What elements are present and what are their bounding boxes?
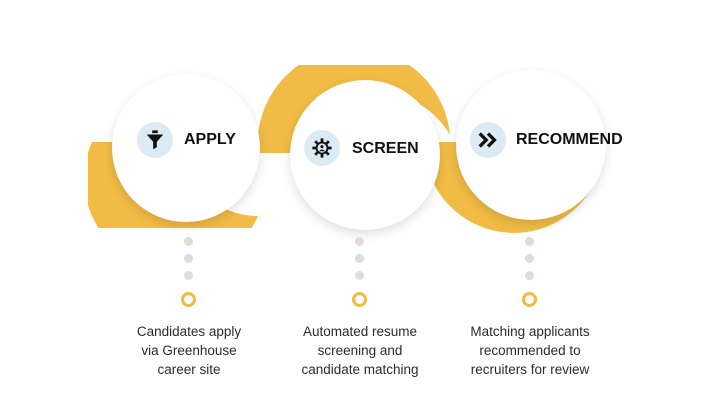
connector-dot <box>184 237 193 246</box>
apply-description: Candidates apply via Greenhouse career s… <box>104 322 274 379</box>
description-line: Automated resume <box>302 324 418 339</box>
connector-dot <box>355 271 364 280</box>
recommend-title: RECOMMEND <box>516 131 623 148</box>
description-line: Matching applicants <box>470 324 590 339</box>
screen-crescent <box>257 65 450 153</box>
double-chevron-right-icon <box>478 132 497 148</box>
screen-title: SCREEN <box>352 140 419 157</box>
screen-description: Automated resume screening and candidate… <box>275 322 445 379</box>
description-line: screening and <box>317 343 403 358</box>
connector-dot <box>525 271 534 280</box>
connector-dot <box>184 271 193 280</box>
connector-dot <box>525 254 534 263</box>
connector-dot <box>184 254 193 263</box>
recommend-description: Matching applicants recommended to recru… <box>445 322 615 379</box>
description-line: career site <box>157 362 221 377</box>
apply-title: APPLY <box>184 131 236 148</box>
recommend-marker-ring <box>522 292 537 307</box>
description-line: Candidates apply <box>136 324 242 339</box>
screen-marker-ring <box>352 292 367 307</box>
screen-icon-badge <box>304 130 340 166</box>
apply-marker-ring <box>181 292 196 307</box>
description-line: via Greenhouse <box>141 343 237 358</box>
description-line: candidate matching <box>301 362 419 377</box>
apply-circle <box>112 74 260 222</box>
description-line: recommended to <box>479 343 581 358</box>
apply-icon-badge <box>137 122 173 158</box>
funnel-icon <box>146 130 164 150</box>
recommend-icon-badge <box>470 122 506 158</box>
connector-dot <box>355 237 364 246</box>
description-line: recruiters for review <box>470 362 590 377</box>
connector-dot <box>525 237 534 246</box>
gear-person-icon <box>312 138 332 158</box>
connector-dot <box>355 254 364 263</box>
